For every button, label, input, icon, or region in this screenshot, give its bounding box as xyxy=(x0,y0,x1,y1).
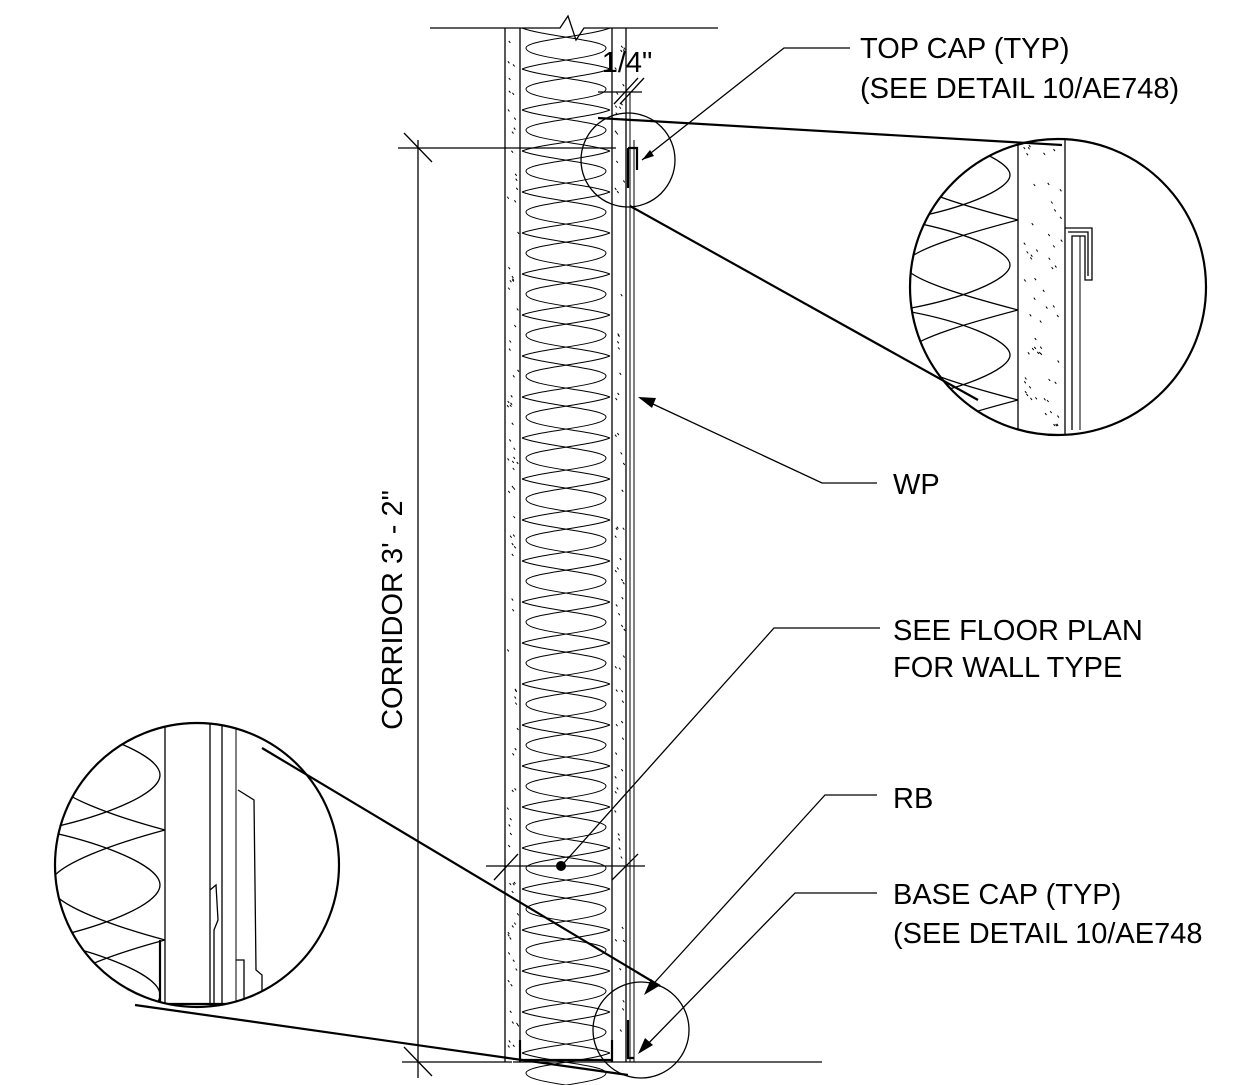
wall-section xyxy=(430,14,822,1085)
base-cap-small xyxy=(626,1020,634,1060)
top-cap-enlarged-detail xyxy=(908,137,1208,437)
concrete-speckles-right xyxy=(614,45,626,1032)
rb-label: RB xyxy=(893,783,933,815)
height-dimension: CORRIDOR 3' - 2" xyxy=(377,132,616,1078)
gap-dimension-text: 1/4" xyxy=(602,47,653,79)
wp-label: WP xyxy=(893,469,940,501)
floor-plan-label-1: SEE FLOOR PLAN xyxy=(893,615,1143,647)
insulation-batt xyxy=(521,27,611,1085)
top-magnifier xyxy=(580,112,1063,401)
base-cap-enlarged-detail xyxy=(53,721,341,1009)
gap-dimension: 1/4" xyxy=(598,47,653,105)
floor-plan-label-2: FOR WALL TYPE xyxy=(893,652,1122,684)
bottom-magnifier xyxy=(134,747,690,1079)
top-cap-label: TOP CAP (TYP) xyxy=(860,33,1070,65)
concrete-speckles-left xyxy=(506,40,520,1048)
top-cap-reference: (SEE DETAIL 10/AE748) xyxy=(860,73,1179,105)
base-cap-reference: (SEE DETAIL 10/AE748 xyxy=(893,918,1202,950)
height-dimension-text: CORRIDOR 3' - 2" xyxy=(377,490,409,730)
top-break-line xyxy=(430,14,718,42)
labels: TOP CAP (TYP) (SEE DETAIL 10/AE748) WP S… xyxy=(860,33,1202,950)
base-cap-label: BASE CAP (TYP) xyxy=(893,879,1121,911)
leaders xyxy=(562,47,880,1054)
top-cap-small xyxy=(626,146,639,188)
wall-thickness-dimension xyxy=(486,853,645,881)
